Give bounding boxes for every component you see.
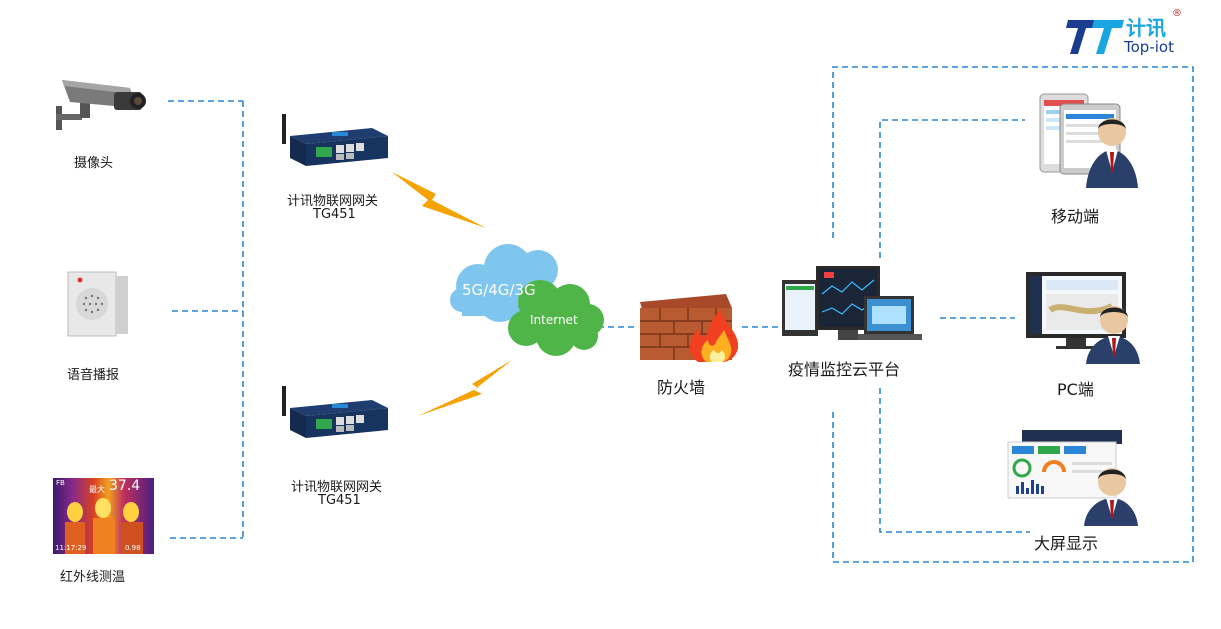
thermal-badge: FB: [56, 479, 65, 487]
cloud-top-label: 5G/4G/3G: [462, 281, 536, 299]
gateway-router-icon: [282, 386, 388, 438]
thermal-reading-bottom: 0.98: [125, 544, 141, 552]
pc-label: PC端: [1057, 380, 1094, 399]
gateway1-name: 计讯物联网网关: [287, 194, 379, 209]
camera-label: 摄像头: [74, 156, 114, 171]
monitor-platform-icon: [782, 266, 922, 340]
thermal-image-icon: FB 最大 37.4 11:17:29 0.98: [53, 478, 154, 554]
speaker-box-icon: [67, 271, 128, 337]
brand-logo: 计讯 ® Top-iot: [1066, 8, 1216, 60]
pc-client-icon: [1026, 272, 1140, 364]
thermal-label: 红外线测温: [60, 570, 126, 585]
cloud-bottom-label: Internet: [530, 313, 578, 327]
big-screen-client-icon: [1007, 430, 1138, 526]
thermal-tag: 最大: [89, 485, 105, 494]
mobile-label: 移动端: [1051, 207, 1100, 226]
logo-registered: ®: [1172, 8, 1182, 19]
security-camera-icon: [56, 80, 146, 130]
firewall-label: 防火墙: [657, 378, 706, 397]
gateway1-model: TG451: [313, 207, 356, 222]
internet-cloud-icon: [450, 244, 604, 356]
wireless-signal-icon: [392, 172, 486, 228]
bigscreen-label: 大屏显示: [1034, 534, 1099, 553]
speaker-label: 语音播报: [67, 368, 120, 383]
thermal-reading-top: 37.4: [109, 478, 141, 494]
thermal-time: 11:17:29: [55, 544, 87, 552]
gateway2-name: 计讯物联网网关: [291, 480, 383, 495]
platform-label: 疫情监控云平台: [788, 360, 901, 379]
logo-english: Top-iot: [1124, 38, 1174, 56]
mobile-client-icon: [1039, 93, 1138, 188]
wireless-signal-icon: [418, 360, 512, 416]
gateway-router-icon: [282, 114, 388, 166]
gateway2-model: TG451: [318, 493, 361, 508]
logo-chinese: 计讯: [1126, 16, 1166, 40]
firewall-icon: [640, 294, 739, 362]
logo-mark-icon: [1066, 20, 1124, 54]
